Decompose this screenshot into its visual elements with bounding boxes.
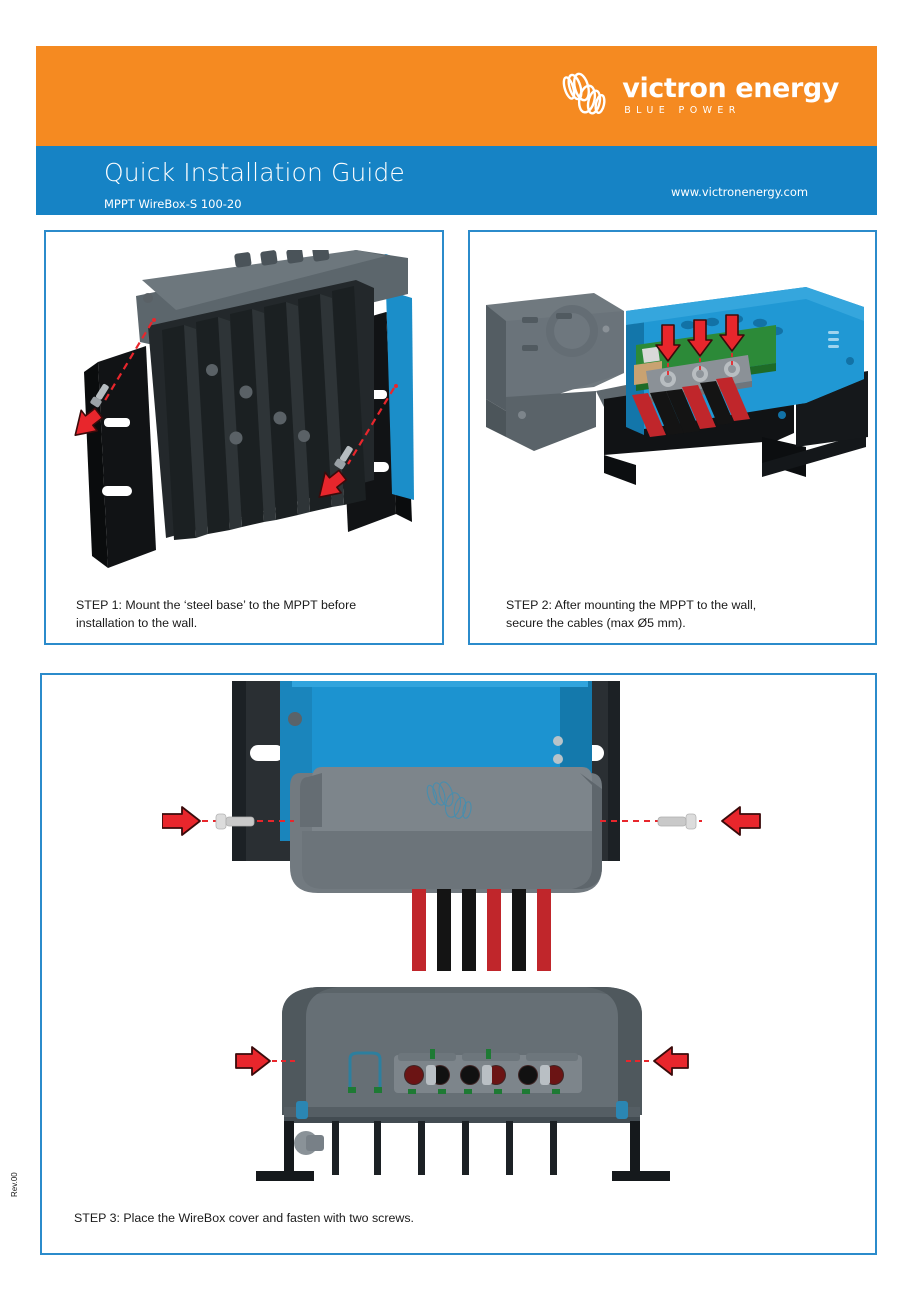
screw-arrow-left-front — [162, 806, 294, 836]
screw-arrow-right-bottom — [626, 1046, 689, 1076]
step-3-illustration-bottom — [235, 987, 689, 1181]
terminal-shelf — [394, 1049, 582, 1094]
step-1-panel: STEP 1: Mount the ‘steel base’ to the MP… — [44, 230, 444, 645]
step-3-panel: STEP 3: Place the WireBox cover and fast… — [40, 673, 877, 1255]
victron-logo: victron energy BLUE POWER — [555, 72, 839, 118]
page-title: Quick Installation Guide — [104, 158, 405, 187]
step-2-illustration — [486, 287, 868, 485]
step-1-illustration — [74, 250, 414, 568]
embossed-victron-icon — [426, 781, 472, 819]
step-1-caption: STEP 1: Mount the ‘steel base’ to the MP… — [76, 598, 357, 630]
step-2-panel: STEP 2: After mounting the MPPT to the w… — [468, 230, 877, 645]
victron-swirl-icon — [562, 72, 606, 115]
cable-clamp — [348, 1051, 382, 1093]
website-url: www.victronenergy.com — [671, 185, 809, 199]
cables-group — [632, 377, 750, 437]
screw-arrow-right-front — [600, 806, 761, 836]
step-2-caption: STEP 2: After mounting the MPPT to the w… — [506, 598, 757, 630]
step-3-illustration-front — [162, 681, 761, 971]
page-subtitle: MPPT WireBox-S 100-20 — [104, 197, 242, 211]
insert-arrows — [655, 314, 745, 379]
header-orange-band: victron energy BLUE POWER — [36, 46, 877, 146]
header-blue-band — [36, 146, 877, 215]
screw-path-right — [318, 384, 398, 499]
logo-brand-name: victron energy — [622, 72, 839, 104]
step-3-caption: STEP 3: Place the WireBox cover and fast… — [74, 1211, 414, 1225]
cables-front — [412, 889, 551, 971]
wirebox-cover-front — [290, 767, 602, 893]
logo-tagline: BLUE POWER — [624, 104, 741, 116]
revision-label: Rev.00 — [10, 1172, 19, 1197]
screw-path-left — [74, 318, 156, 437]
screw-arrow-left-bottom — [235, 1046, 298, 1076]
wirebox-cover-bottom — [282, 987, 642, 1115]
wirebox-cover-part — [486, 293, 642, 451]
